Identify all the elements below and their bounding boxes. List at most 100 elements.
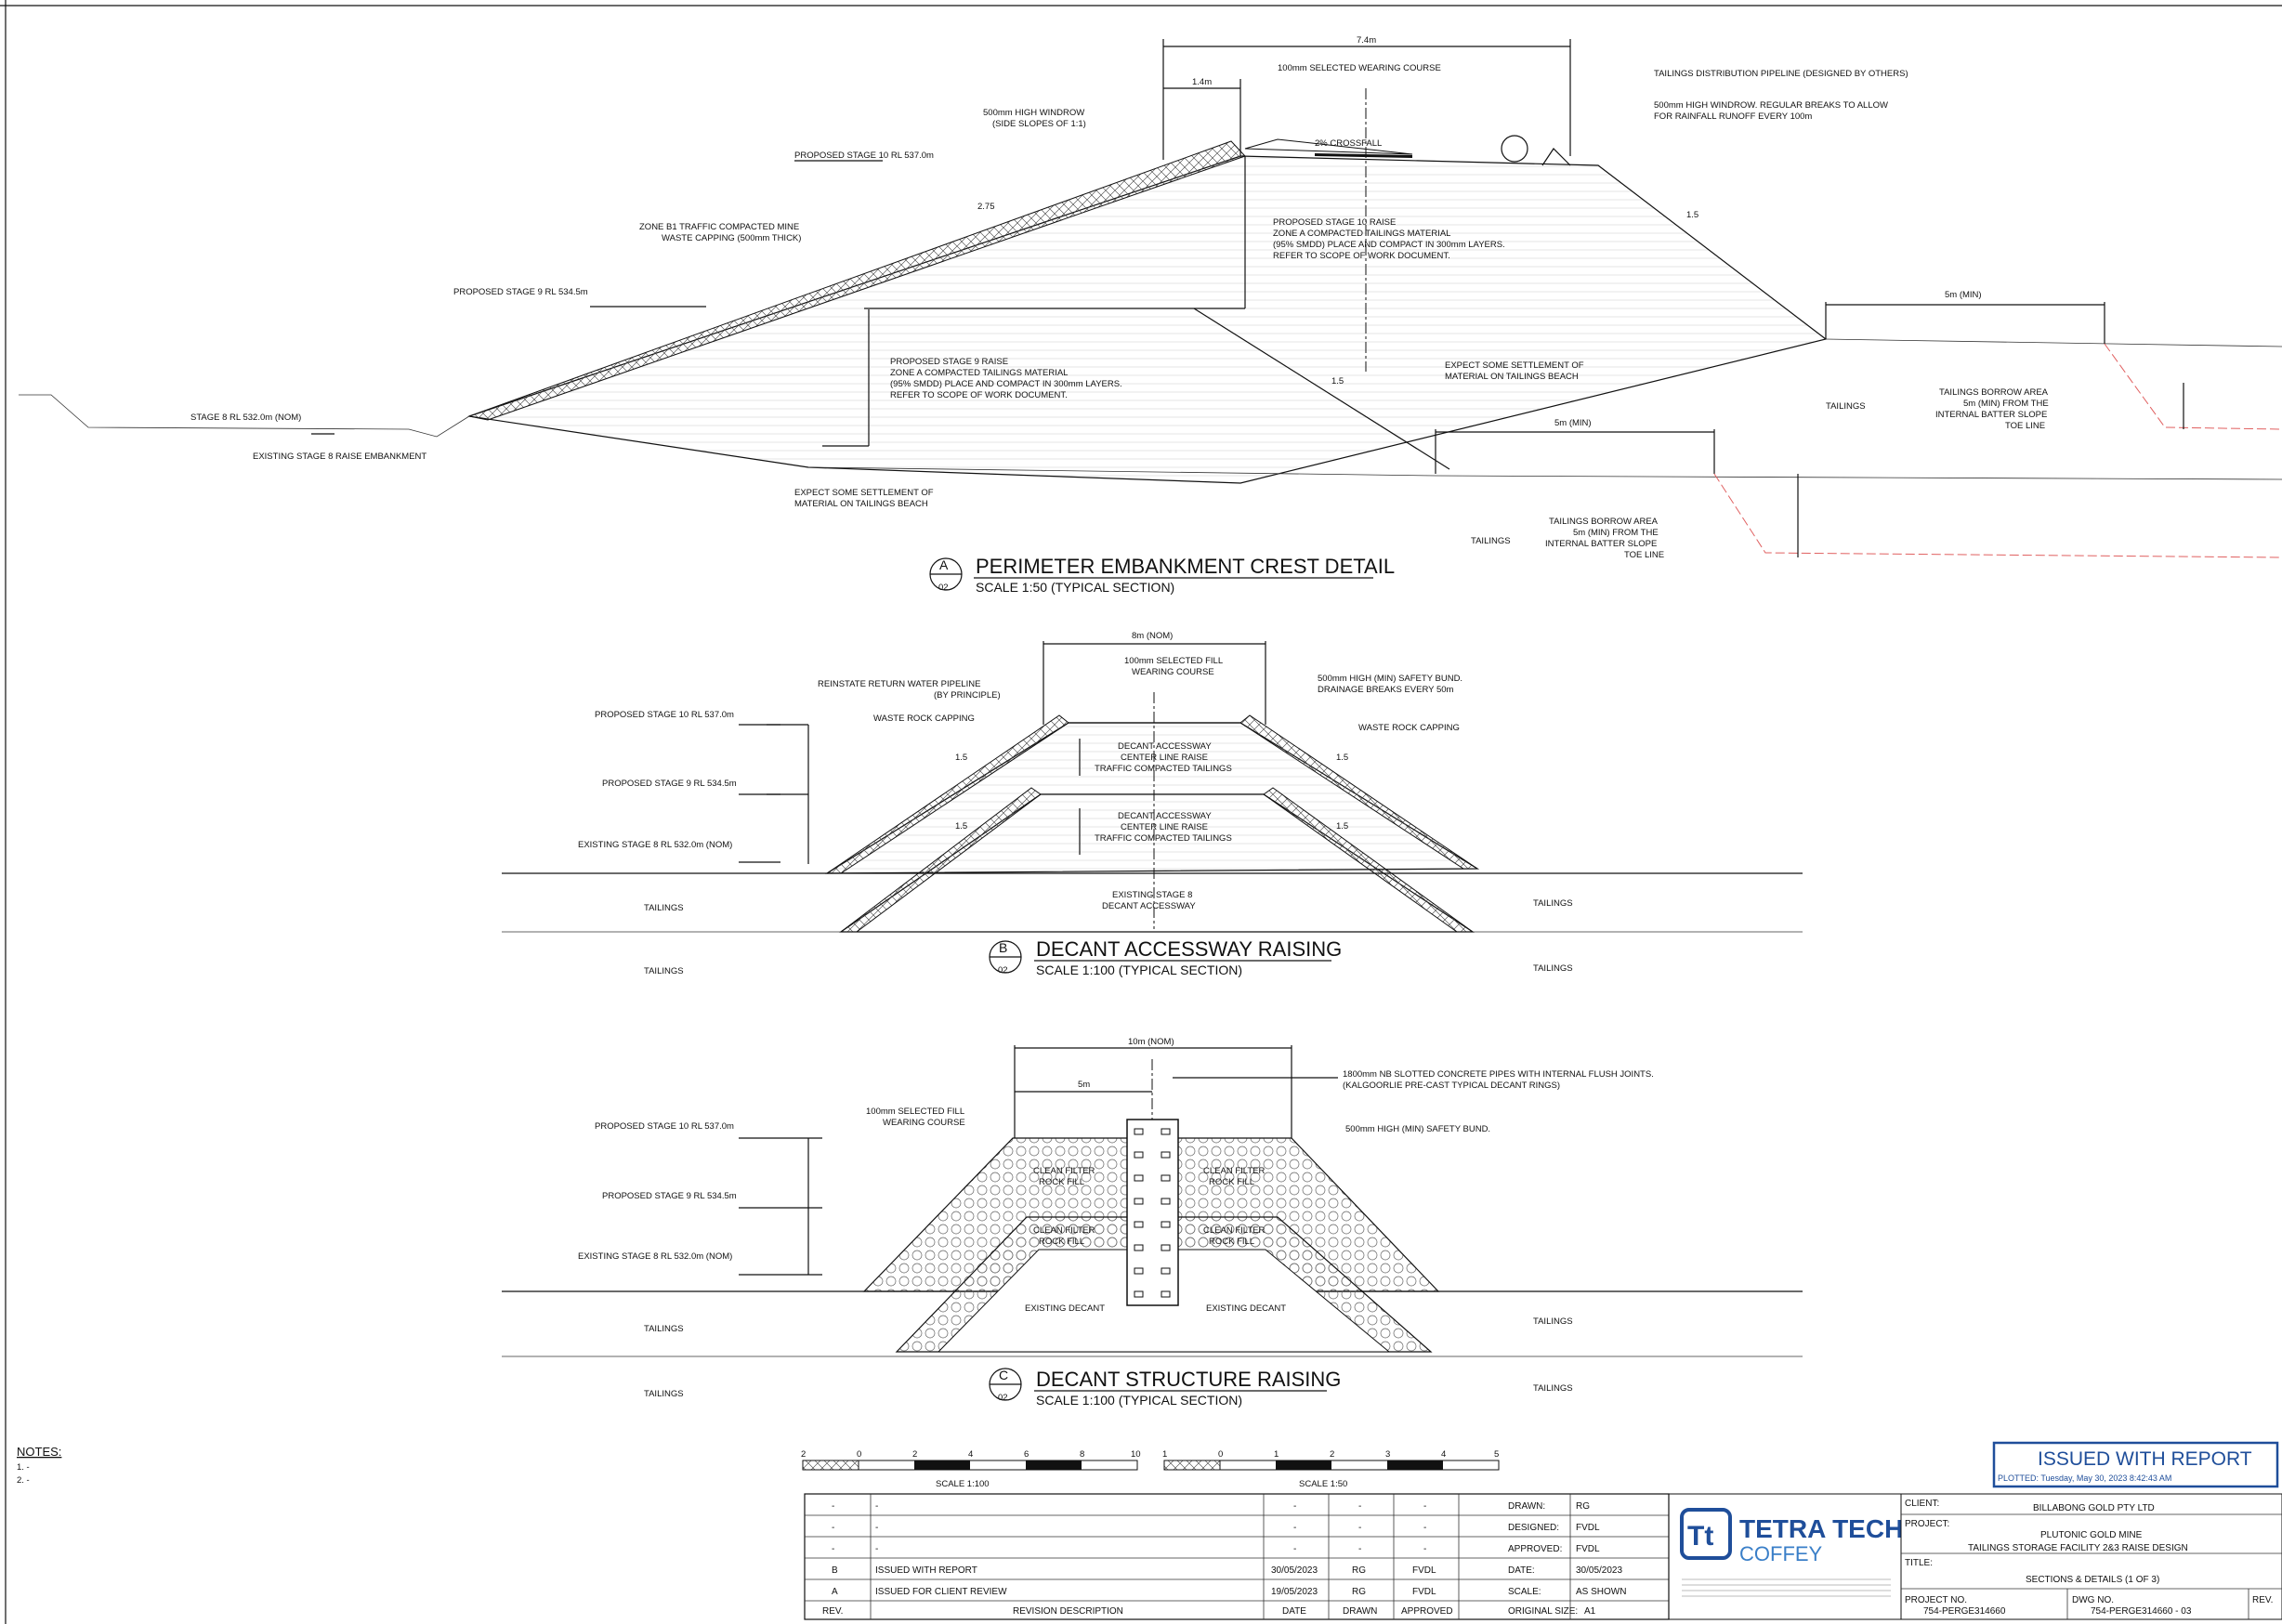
svg-text:5m (MIN) FROM THE: 5m (MIN) FROM THE bbox=[1573, 528, 1659, 538]
svg-text:CENTER LINE RAISE: CENTER LINE RAISE bbox=[1121, 753, 1208, 763]
svg-text:CLEAN FILTER: CLEAN FILTER bbox=[1203, 1225, 1265, 1236]
revision-row: B ISSUED WITH REPORT 30/05/2023 RG FVDL bbox=[832, 1565, 1436, 1576]
svg-text:PROPOSED STAGE 10 RAISE: PROPOSED STAGE 10 RAISE bbox=[1273, 217, 1396, 228]
svg-text:TAILINGS: TAILINGS bbox=[644, 903, 684, 913]
svg-text:SCALE 1:50 (TYPICAL SECTION): SCALE 1:50 (TYPICAL SECTION) bbox=[976, 580, 1174, 595]
svg-text:FVDL: FVDL bbox=[1412, 1587, 1436, 1597]
svg-text:BILLABONG GOLD PTY LTD: BILLABONG GOLD PTY LTD bbox=[2033, 1503, 2155, 1513]
svg-text:FOR RAINFALL RUNOFF EVERY 100m: FOR RAINFALL RUNOFF EVERY 100m bbox=[1654, 111, 1812, 122]
svg-text:RG: RG bbox=[1352, 1587, 1366, 1597]
section-b-drawing bbox=[502, 641, 1803, 933]
svg-text:0: 0 bbox=[857, 1449, 861, 1460]
svg-text:100mm SELECTED WEARING COURSE: 100mm SELECTED WEARING COURSE bbox=[1278, 63, 1441, 73]
revision-table: - - - - - - - - - - - - - - - B ISSUED W… bbox=[804, 1493, 1670, 1620]
svg-text:-: - bbox=[875, 1523, 878, 1533]
svg-text:MATERIAL ON TAILINGS BEACH: MATERIAL ON TAILINGS BEACH bbox=[794, 499, 928, 509]
svg-text:1.5: 1.5 bbox=[1336, 753, 1348, 763]
section-b-title: B 02 DECANT ACCESSWAY RAISING SCALE 1:10… bbox=[989, 937, 1342, 977]
svg-text:TITLE:: TITLE: bbox=[1905, 1558, 1933, 1568]
svg-text:REINSTATE RETURN WATER PIPELIN: REINSTATE RETURN WATER PIPELINE bbox=[818, 679, 980, 689]
svg-text:TRAFFIC COMPACTED TAILINGS: TRAFFIC COMPACTED TAILINGS bbox=[1095, 764, 1232, 774]
svg-text:-: - bbox=[1358, 1544, 1361, 1554]
svg-text:FVDL: FVDL bbox=[1576, 1523, 1600, 1533]
svg-text:INTERNAL BATTER SLOPE: INTERNAL BATTER SLOPE bbox=[1545, 539, 1657, 549]
svg-text:WASTE ROCK CAPPING: WASTE ROCK CAPPING bbox=[1358, 723, 1460, 733]
notes: NOTES: 1. - 2. - bbox=[17, 1445, 61, 1486]
svg-text:ISSUED WITH REPORT: ISSUED WITH REPORT bbox=[875, 1565, 977, 1576]
svg-text:2: 2 bbox=[912, 1449, 917, 1460]
svg-text:EXISTING DECANT: EXISTING DECANT bbox=[1206, 1303, 1286, 1314]
signoff-block: DRAWN: RG DESIGNED: FVDL APPROVED: FVDL … bbox=[1508, 1501, 1626, 1617]
svg-text:2: 2 bbox=[1330, 1449, 1334, 1460]
svg-text:PROPOSED STAGE 10 RL 537.0m: PROPOSED STAGE 10 RL 537.0m bbox=[794, 151, 934, 161]
svg-text:A1: A1 bbox=[1584, 1606, 1596, 1617]
section-c-labels: 10m (NOM) 5m 1800mm NB SLOTTED CONCRETE … bbox=[578, 1037, 1654, 1399]
svg-text:DESIGNED:: DESIGNED: bbox=[1508, 1523, 1559, 1533]
section-a-drawing bbox=[19, 39, 2282, 558]
svg-text:DATE:: DATE: bbox=[1508, 1565, 1535, 1576]
svg-text:B: B bbox=[832, 1565, 838, 1576]
svg-text:-: - bbox=[875, 1544, 878, 1554]
svg-text:30/05/2023: 30/05/2023 bbox=[1576, 1565, 1622, 1576]
svg-text:TAILINGS: TAILINGS bbox=[1533, 1383, 1573, 1394]
svg-text:ROCK FILL: ROCK FILL bbox=[1039, 1237, 1084, 1247]
revision-row: A ISSUED FOR CLIENT REVIEW 19/05/2023 RG… bbox=[832, 1587, 1436, 1597]
svg-text:1.5: 1.5 bbox=[955, 753, 967, 763]
scale-bar-1-100: 2 0 2 4 6 8 10 SCALE 1:100 bbox=[801, 1449, 1141, 1489]
svg-text:ZONE A COMPACTED TAILINGS MATE: ZONE A COMPACTED TAILINGS MATERIAL bbox=[1273, 229, 1450, 239]
svg-text:RG: RG bbox=[1576, 1501, 1590, 1512]
svg-text:DRAINAGE BREAKS EVERY 50m: DRAINAGE BREAKS EVERY 50m bbox=[1318, 685, 1454, 695]
svg-text:500mm HIGH (MIN) SAFETY BUND.: 500mm HIGH (MIN) SAFETY BUND. bbox=[1318, 674, 1462, 684]
svg-text:ROCK FILL: ROCK FILL bbox=[1039, 1177, 1084, 1187]
svg-text:CLIENT:: CLIENT: bbox=[1905, 1499, 1939, 1509]
svg-text:1. -: 1. - bbox=[17, 1462, 30, 1473]
svg-text:FVDL: FVDL bbox=[1412, 1565, 1436, 1576]
svg-text:ROCK FILL: ROCK FILL bbox=[1209, 1177, 1254, 1187]
svg-text:EXPECT SOME SETTLEMENT OF: EXPECT SOME SETTLEMENT OF bbox=[794, 488, 934, 498]
svg-text:100mm SELECTED FILL: 100mm SELECTED FILL bbox=[866, 1107, 964, 1117]
svg-text:DATE: DATE bbox=[1282, 1606, 1306, 1617]
svg-text:ZONE B1 TRAFFIC COMPACTED MINE: ZONE B1 TRAFFIC COMPACTED MINE bbox=[639, 222, 799, 232]
svg-text:4: 4 bbox=[968, 1449, 973, 1460]
svg-text:02: 02 bbox=[998, 965, 1008, 976]
revision-header: REV. REVISION DESCRIPTION DATE DRAWN APP… bbox=[822, 1606, 1453, 1617]
svg-text:RG: RG bbox=[1352, 1565, 1366, 1576]
svg-text:1.4m: 1.4m bbox=[1192, 77, 1212, 87]
section-c-drawing bbox=[502, 1045, 1803, 1357]
svg-text:-: - bbox=[1358, 1501, 1361, 1512]
svg-text:CLEAN FILTER: CLEAN FILTER bbox=[1033, 1225, 1095, 1236]
svg-text:MATERIAL ON TAILINGS BEACH: MATERIAL ON TAILINGS BEACH bbox=[1445, 372, 1579, 382]
svg-text:CLEAN FILTER: CLEAN FILTER bbox=[1203, 1166, 1265, 1176]
svg-text:TAILINGS: TAILINGS bbox=[644, 966, 684, 976]
svg-text:DECANT ACCESSWAY: DECANT ACCESSWAY bbox=[1102, 901, 1196, 911]
svg-text:-: - bbox=[1358, 1523, 1361, 1533]
svg-text:1800mm NB SLOTTED CONCRETE PIP: 1800mm NB SLOTTED CONCRETE PIPES WITH IN… bbox=[1343, 1069, 1654, 1080]
svg-text:TAILINGS: TAILINGS bbox=[1533, 1316, 1573, 1327]
notes-heading: NOTES: bbox=[17, 1445, 61, 1459]
svg-text:APPROVED:: APPROVED: bbox=[1508, 1544, 1562, 1554]
svg-text:COFFEY: COFFEY bbox=[1739, 1542, 1823, 1565]
svg-text:EXISTING STAGE 8 RAISE EMBANKM: EXISTING STAGE 8 RAISE EMBANKMENT bbox=[253, 452, 426, 462]
svg-text:-: - bbox=[1293, 1523, 1296, 1533]
svg-text:C: C bbox=[999, 1368, 1008, 1382]
svg-text:PLUTONIC GOLD MINE: PLUTONIC GOLD MINE bbox=[2040, 1530, 2143, 1540]
revision-row: - - - - - bbox=[832, 1523, 1426, 1533]
svg-text:DECANT ACCESSWAY: DECANT ACCESSWAY bbox=[1118, 811, 1212, 821]
svg-text:1.5: 1.5 bbox=[1686, 210, 1698, 220]
svg-text:500mm HIGH WINDROW. REGULAR BR: 500mm HIGH WINDROW. REGULAR BREAKS TO AL… bbox=[1654, 100, 1888, 111]
svg-text:REFER TO SCOPE OF WORK DOCUMEN: REFER TO SCOPE OF WORK DOCUMENT. bbox=[1273, 251, 1450, 261]
svg-text:2. -: 2. - bbox=[17, 1475, 30, 1486]
svg-text:TAILINGS: TAILINGS bbox=[1471, 536, 1511, 546]
svg-text:PROPOSED STAGE 9 RL 534.5m: PROPOSED STAGE 9 RL 534.5m bbox=[602, 779, 737, 789]
svg-text:ROCK FILL: ROCK FILL bbox=[1209, 1237, 1254, 1247]
svg-text:(95% SMDD) PLACE AND COMPACT I: (95% SMDD) PLACE AND COMPACT IN 300mm LA… bbox=[1273, 240, 1505, 250]
svg-text:EXISTING STAGE 8: EXISTING STAGE 8 bbox=[1112, 890, 1192, 900]
svg-text:10m (NOM): 10m (NOM) bbox=[1128, 1037, 1174, 1047]
svg-text:A: A bbox=[832, 1587, 838, 1597]
svg-text:5m (MIN): 5m (MIN) bbox=[1554, 418, 1592, 428]
svg-text:TOE LINE: TOE LINE bbox=[2005, 421, 2045, 431]
svg-text:1.5: 1.5 bbox=[1336, 821, 1348, 832]
svg-text:STAGE 8 RL 532.0m (NOM): STAGE 8 RL 532.0m (NOM) bbox=[190, 413, 301, 423]
svg-text:4: 4 bbox=[1441, 1449, 1446, 1460]
decant-pipe-rings bbox=[1134, 1128, 1171, 1298]
